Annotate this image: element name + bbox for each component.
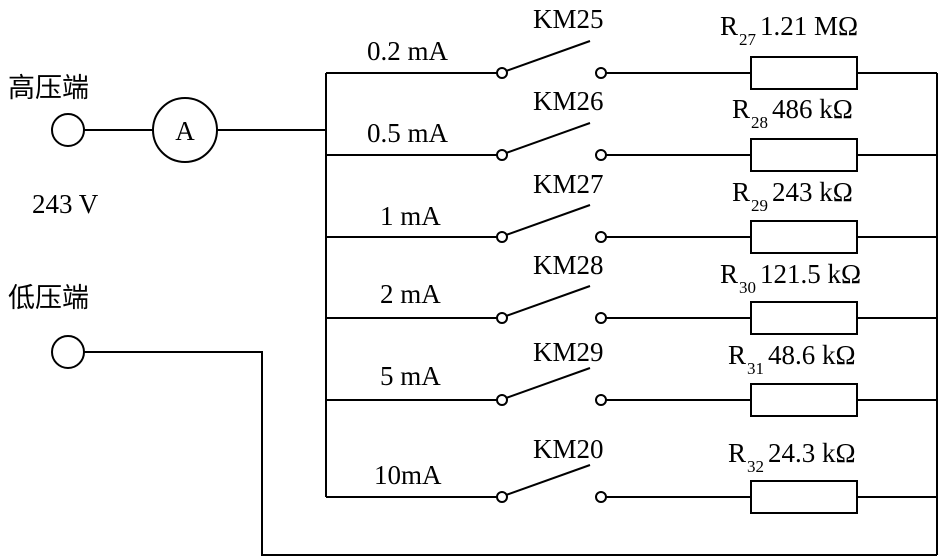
branch-2-switch-contact-left: [496, 149, 508, 161]
branch-4-resistor-letter: R: [720, 259, 738, 289]
branch-2-contactor-label: KM26: [533, 86, 604, 116]
branch-4-contactor-label: KM28: [533, 250, 604, 280]
branch-3-switch-blade: [505, 204, 591, 236]
branch-2-resistor-letter: R: [732, 94, 750, 124]
branch-3-contactor-label: KM27: [533, 169, 604, 199]
branch-3-resistor-icon: [750, 220, 858, 254]
branch-4-resistor-icon: [750, 301, 858, 335]
branch-2-switch-contact-right: [595, 149, 607, 161]
branch-4-resistor-index: 30: [739, 278, 756, 297]
branch-1-resistor-icon: [750, 56, 858, 90]
voltage-label: 243 V: [32, 189, 99, 219]
branch-5-switch-blade: [505, 367, 591, 399]
branch-4-switch-contact-left: [496, 312, 508, 324]
branch-6-contactor-label: KM20: [533, 434, 604, 464]
branch-4-switch-contact-right: [595, 312, 607, 324]
branch-5-resistor-index: 31: [747, 359, 764, 378]
branch-1-switch-contact-left: [496, 67, 508, 79]
branch-4-switch-blade: [505, 285, 591, 317]
branch-3-resistor-letter: R: [732, 177, 750, 207]
return-wire: [84, 351, 937, 556]
branch-1-resistor-letter: R: [720, 11, 738, 41]
branch-6-switch-contact-left: [496, 491, 508, 503]
branch-5-switch-contact-left: [496, 394, 508, 406]
branch-6-resistor-icon: [750, 480, 858, 514]
branch-4-resistor-value: 121.5 kΩ: [760, 259, 861, 289]
branch-3-range-label: 1 mA: [380, 201, 441, 231]
branch-6-resistor-letter: R: [728, 438, 746, 468]
branch-1-contactor-label: KM25: [533, 4, 604, 34]
branch-3-switch-contact-right: [595, 231, 607, 243]
branch-5-resistor-value: 48.6 kΩ: [768, 340, 856, 370]
branch-4-range-label: 2 mA: [380, 279, 441, 309]
high-voltage-terminal: [51, 113, 85, 147]
branch-1-resistor-index: 27: [739, 30, 757, 49]
branch-1-resistor-value: 1.21 MΩ: [760, 11, 858, 41]
low-voltage-label: 低压端: [8, 283, 89, 314]
branch-2-switch-blade: [505, 122, 591, 154]
branch-3-resistor-index: 29: [751, 196, 768, 215]
branch-2-resistor-icon: [750, 138, 858, 172]
branch-5-resistor-letter: R: [728, 340, 746, 370]
branch-3-resistor-value: 243 kΩ: [772, 177, 853, 207]
branch-1-range-label: 0.2 mA: [367, 36, 449, 66]
branch-6-resistor-index: 32: [747, 457, 764, 476]
branch-5-range-label: 5 mA: [380, 361, 441, 391]
high-voltage-label: 高压端: [8, 73, 89, 104]
branch-5-switch-contact-right: [595, 394, 607, 406]
branch-3-switch-contact-left: [496, 231, 508, 243]
branch-5-resistor-icon: [750, 383, 858, 417]
branch-2-range-label: 0.5 mA: [367, 118, 449, 148]
branch-5-contactor-label: KM29: [533, 337, 604, 367]
branch-1-switch-blade: [505, 40, 591, 72]
branch-2-resistor-index: 28: [751, 113, 768, 132]
branch-6-switch-contact-right: [595, 491, 607, 503]
branch-2-resistor-value: 486 kΩ: [772, 94, 853, 124]
branch-1-switch-contact-right: [595, 67, 607, 79]
branch-6-resistor-value: 24.3 kΩ: [768, 438, 856, 468]
low-voltage-terminal: [51, 335, 85, 369]
branch-6-range-label: 10mA: [374, 460, 442, 490]
ammeter-symbol: A: [175, 116, 195, 146]
branch-6-switch-blade: [505, 464, 591, 496]
